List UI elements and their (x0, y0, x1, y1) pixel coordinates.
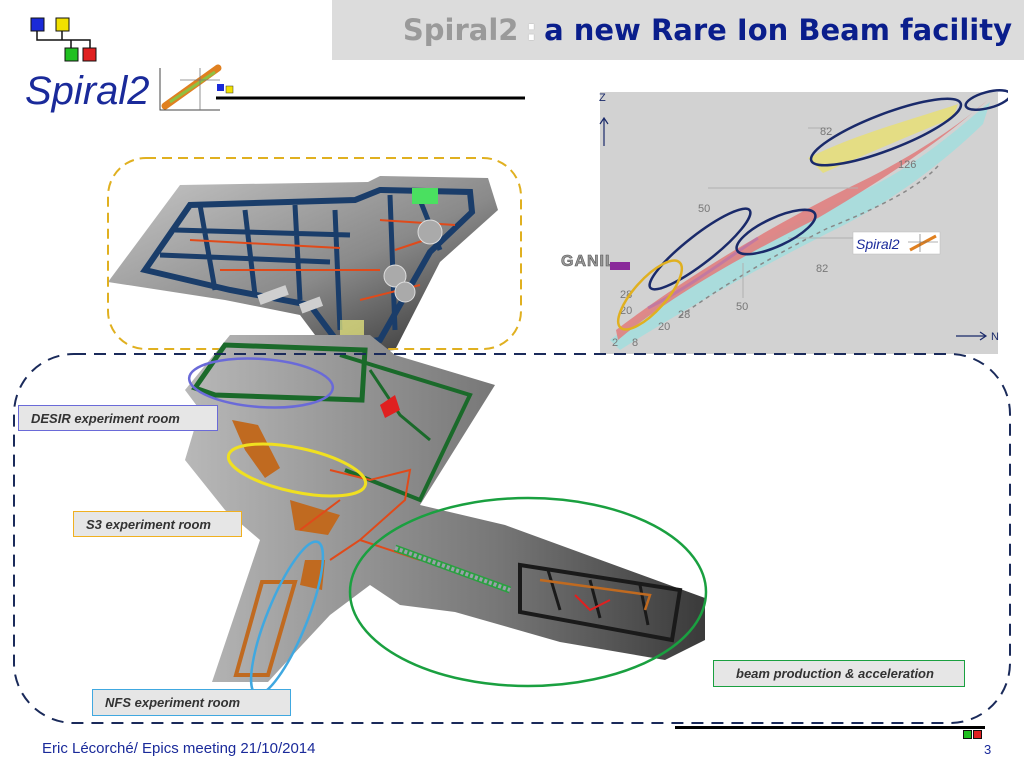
magic-number: 50 (736, 301, 748, 313)
magic-number: 82 (816, 263, 828, 275)
logo-dots-icon (217, 84, 234, 94)
magic-number: 28 (678, 309, 690, 321)
page-number: 3 (984, 742, 992, 757)
navy-dashed-region (13, 353, 1011, 724)
axis-n-label: N (991, 331, 999, 343)
magic-number: 20 (658, 321, 670, 333)
title-part2: a new Rare Ion Beam facility (544, 13, 1012, 47)
drip-line (677, 165, 939, 319)
beam-label: beam production & acceleration (713, 660, 965, 687)
footer-rule (675, 726, 985, 729)
region-ellipse (735, 208, 817, 256)
beam-ellipse (348, 496, 708, 688)
region-ellipse (648, 207, 752, 291)
region-ellipses (648, 88, 1008, 291)
red-square-icon (973, 730, 982, 739)
s3-room-label: S3 experiment room (73, 511, 242, 537)
magic-number: 2 (612, 337, 618, 349)
region-ellipse (809, 97, 963, 167)
magic-number: 82 (820, 126, 832, 138)
magic-numbers: 82 126 50 82 50 28 20 28 20 2 8 (612, 126, 916, 349)
region-ellipse (964, 88, 1008, 112)
axis-z-label: Z (599, 92, 606, 104)
desir-ellipse (187, 357, 335, 409)
logo-text: Spiral2 (25, 69, 150, 113)
ganil-text: GANIL (561, 253, 616, 270)
footer-text: Eric Lécorché/ Epics meeting 21/10/2014 (42, 740, 316, 757)
magic-number: 8 (632, 337, 638, 349)
title-separator: : (525, 13, 538, 47)
title-bar: Spiral2 : a new Rare Ion Beam facility (332, 0, 1024, 60)
ganil-logo: GANIL (561, 253, 630, 270)
arrow-up-icon (599, 116, 609, 146)
desir-room-label: DESIR experiment room (18, 405, 218, 431)
network-icon (30, 17, 97, 62)
s3-ellipse (226, 442, 368, 498)
upper-building (108, 176, 498, 355)
spiral2-badge: Spiral2 (852, 231, 941, 255)
arrow-right-icon (956, 331, 988, 341)
magic-number: 28 (620, 289, 632, 301)
gold-ellipse (616, 259, 684, 331)
magic-number: 50 (698, 203, 710, 215)
magic-number: 126 (898, 159, 916, 171)
green-square-icon (963, 730, 972, 739)
logo-chart-icon (159, 64, 222, 111)
title-part1: Spiral2 (402, 13, 519, 47)
nuclide-chart: 82 126 50 82 50 28 20 28 20 2 8 Z N GANI… (561, 88, 1008, 354)
spiral2-logo: Spiral2 (25, 17, 525, 113)
nuclide-band (610, 100, 990, 350)
nfs-room-label: NFS experiment room (92, 689, 291, 716)
spiral2-badge-text: Spiral2 (856, 236, 900, 252)
